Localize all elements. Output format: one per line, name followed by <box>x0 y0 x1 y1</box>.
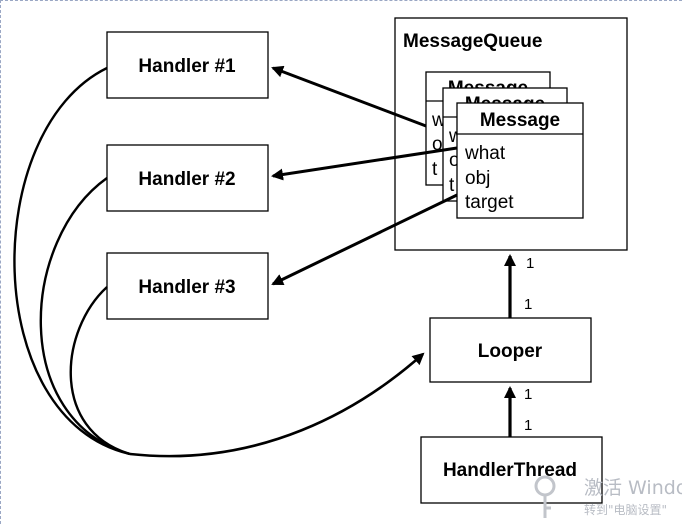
key-icon <box>534 475 556 518</box>
message-back-char-3: t <box>432 159 438 180</box>
message-middle-char-3: t <box>449 175 455 196</box>
watermark-line-1: 激活 Windo <box>584 477 682 499</box>
handler-3-box: Handler #3 <box>106 252 269 320</box>
target-arrow-handler-1 <box>271 65 427 128</box>
target-arrow-handler-2 <box>271 146 458 181</box>
message-queue-label: MessageQueue <box>403 31 542 52</box>
multiplicity-queue: 1 <box>526 255 534 272</box>
handler-1-curve <box>13 66 131 456</box>
handler-thread-box: HandlerThread <box>420 436 603 504</box>
activation-watermark: 激活 Windo 转到"电脑设置" <box>534 475 682 518</box>
handler-2-label: Handler #2 <box>138 169 235 190</box>
watermark-line-2: 转到"电脑设置" <box>584 502 667 517</box>
target-arrow-handler-3 <box>271 193 458 286</box>
message-back-char-2: o <box>432 134 443 155</box>
handler-1-label: Handler #1 <box>138 56 236 77</box>
looper-label: Looper <box>478 341 543 362</box>
message-card-front: Message what obj target <box>456 102 584 219</box>
message-middle-char-2: o <box>449 150 460 171</box>
handler-thread-label: HandlerThread <box>443 460 577 481</box>
message-field-what: what <box>464 143 506 164</box>
message-front-title: Message <box>480 110 560 131</box>
message-back-char-1: w <box>431 110 446 131</box>
message-field-obj: obj <box>465 168 490 189</box>
multiplicity-thread: 1 <box>524 417 532 434</box>
message-field-target: target <box>465 192 514 213</box>
multiplicity-looper-top: 1 <box>524 296 532 313</box>
handler-2-curve <box>39 177 131 456</box>
handler-2-box: Handler #2 <box>106 144 269 212</box>
handler-3-curve <box>69 286 131 456</box>
multiplicity-looper-bottom: 1 <box>524 386 532 403</box>
looper-box: Looper <box>429 317 592 383</box>
handlers-to-looper-arrow <box>129 352 425 458</box>
handler-1-box: Handler #1 <box>106 31 269 99</box>
handler-3-label: Handler #3 <box>138 277 235 298</box>
